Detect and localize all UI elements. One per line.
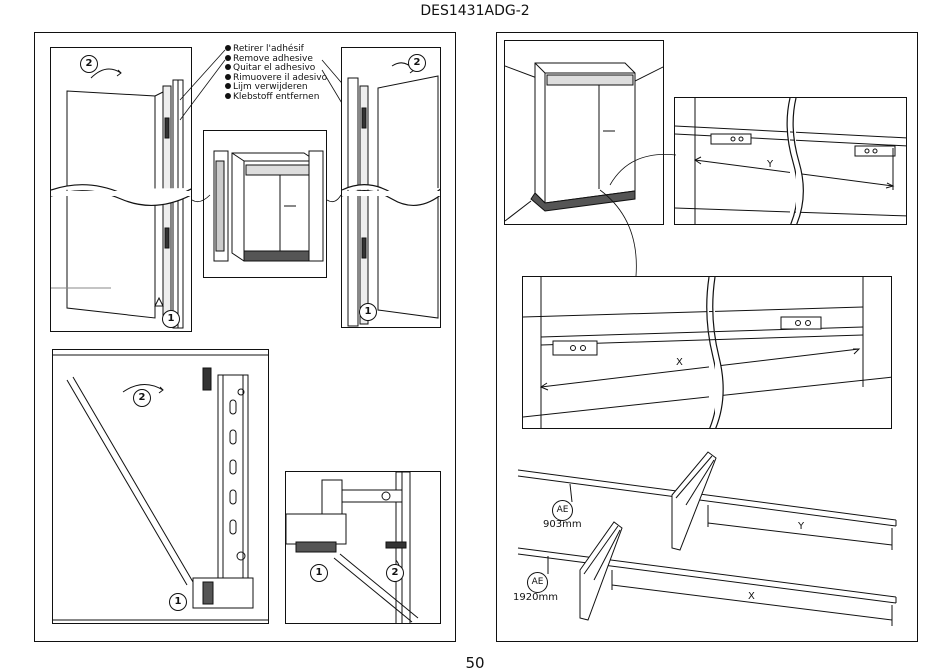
instruction-en: Remove adhesive: [225, 54, 327, 65]
part-ae-length-1920: 1920mm: [513, 592, 558, 603]
rail-measure-x-illustration: X: [522, 276, 892, 429]
left-door-drawing: [51, 68, 191, 329]
step-2-marker: 2: [386, 564, 404, 582]
rail-measure-y-drawing: [675, 98, 906, 224]
instruction-it: Rimuovere il adesivo: [225, 73, 327, 84]
dimension-x-label: X: [676, 357, 683, 368]
instruction-es: Quitar el adhesivo: [225, 63, 327, 74]
bullet-icon: [225, 83, 231, 90]
step-2-marker: 2: [133, 389, 151, 407]
instruction-nl: Lijm verwijderen: [225, 83, 327, 93]
right-door-drawing: [342, 62, 440, 327]
rail-insertion-drawing: [53, 354, 268, 621]
document-title: DES1431ADG-2: [420, 3, 530, 19]
right-door-panel-illustration: 2 1: [341, 47, 441, 328]
left-door-panel-illustration: 2 1: [50, 47, 192, 332]
part-ae-length-903: 903mm: [543, 519, 582, 530]
bullet-icon: [225, 92, 231, 99]
bullet-icon: [225, 64, 231, 71]
rail-measure-y-illustration: Y: [674, 97, 907, 225]
cut-length-y-label: Y: [798, 521, 805, 532]
dimension-y-label: Y: [767, 159, 774, 170]
instruction-de: Klebstoff entfernen: [225, 92, 327, 103]
step-2-marker: 2: [80, 55, 98, 73]
page-number: 50: [465, 654, 485, 672]
rail-detail-illustration: 1 2: [285, 471, 441, 624]
step-1-marker: 1: [162, 310, 180, 328]
bullet-icon: [225, 54, 231, 61]
part-ae-marker-1: AE: [552, 500, 573, 521]
bullet-icon: [225, 73, 231, 80]
cut-length-x-label: X: [748, 591, 755, 602]
cabinet-drawing: [213, 150, 324, 262]
rail-insertion-illustration: 2 1: [52, 349, 269, 624]
step-1-marker: 1: [359, 303, 377, 321]
rail-measure-x-drawing: [523, 277, 891, 428]
rail-detail-drawing: [286, 472, 419, 623]
remove-adhesive-instructions: Retirer l'adhésif Remove adhesive Quitar…: [225, 44, 327, 103]
bullet-icon: [225, 45, 231, 51]
step-2-marker: 2: [408, 54, 426, 72]
cabinet-overview-illustration: [203, 130, 327, 278]
instruction-fr: Retirer l'adhésif: [225, 44, 327, 55]
part-ae-marker-2: AE: [527, 572, 548, 593]
step-1-marker: 1: [310, 564, 328, 582]
step-1-marker: 1: [169, 593, 187, 611]
